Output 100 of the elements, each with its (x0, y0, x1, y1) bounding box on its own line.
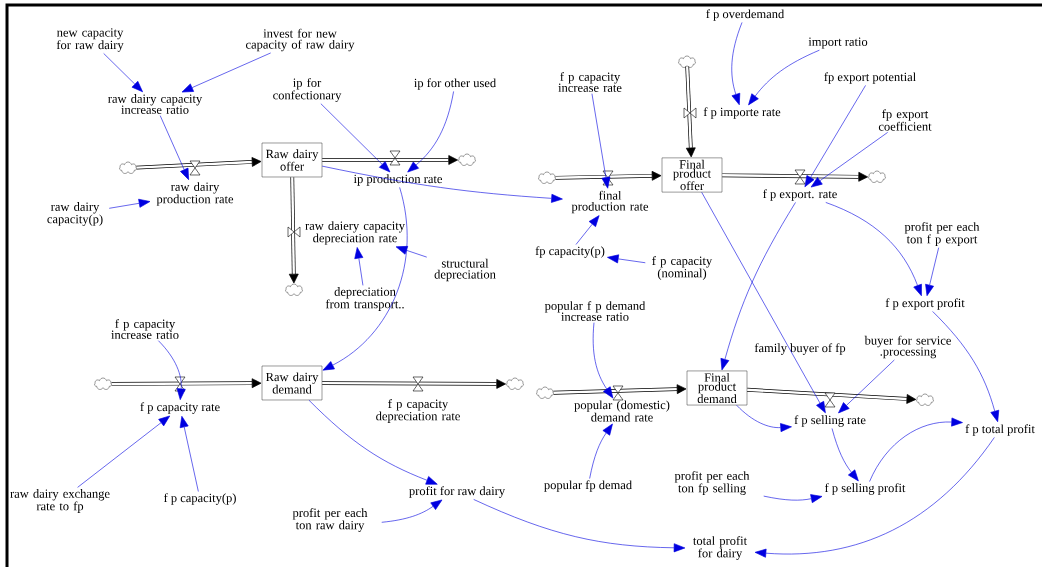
variable-label: f p export. rate (763, 189, 837, 201)
flow-pipe (288, 177, 299, 284)
variable-label: total profit for dairy (693, 536, 747, 560)
variable-label: f p capacity increase ratio (111, 319, 179, 339)
cloud-symbol (94, 377, 112, 390)
flow-pipe (136, 157, 262, 170)
variable-label: invest for new capacity of raw dairy (246, 28, 355, 52)
variable-label: f p capacity rate (140, 402, 220, 414)
arrow (838, 359, 895, 414)
arrow (720, 202, 796, 371)
variable-label: f p total profit (965, 424, 1035, 436)
variable-label: import ratio (808, 37, 868, 49)
variable-label: fp export coefficient (878, 109, 932, 131)
arrow (701, 192, 826, 414)
arrow (869, 417, 963, 482)
arrow (592, 322, 614, 399)
variable-label: buyer for service .processing (864, 335, 951, 359)
arrow (395, 246, 428, 258)
variable-label: profit per each ton fp selling (674, 471, 750, 495)
variable-label: raw dairy production rate (156, 182, 234, 206)
arrow (321, 165, 563, 203)
arrow (320, 103, 391, 173)
arrow (825, 202, 922, 297)
variable-label: ip for other used (414, 78, 496, 90)
arrow (589, 423, 613, 479)
arrow (763, 494, 823, 503)
cloud-symbol (678, 55, 696, 68)
cloud-symbol (285, 283, 303, 296)
variable-label: profit per each ton f p export (904, 222, 980, 246)
arrow (179, 415, 199, 492)
arrow (731, 22, 743, 106)
arrow (831, 428, 859, 482)
variable-label: raw daiery capacity depreciation rate (305, 221, 405, 245)
arrow (108, 198, 151, 209)
arrow (754, 437, 995, 558)
variable-label: f p importe rate (703, 107, 781, 119)
arrow (181, 52, 271, 93)
variable-label: f p capacity increase rate (558, 72, 622, 92)
flow-pipe (111, 378, 262, 389)
variable-label: ip for confectionary (273, 78, 342, 102)
cloud-symbol (119, 161, 137, 174)
variable-label: raw dairy capacity(p) (47, 202, 103, 226)
variable-label: fp export potential (824, 72, 916, 84)
variable-label: raw dairy capacity increase ratio (108, 94, 203, 114)
arrow (308, 399, 438, 485)
arrow (159, 115, 189, 180)
arrow (575, 215, 600, 245)
variable-label: profit for raw dairy (409, 486, 506, 498)
stock-box: Final product offer (661, 157, 723, 193)
cloud-symbol (538, 171, 556, 184)
arrow (932, 311, 1000, 423)
arrow (804, 85, 866, 188)
stock-box: Final product demand (686, 370, 748, 406)
variable-label: popular f p demand increase ratio (544, 301, 646, 321)
variable-label: raw dairy exchange rate to fp (10, 489, 110, 513)
flow-pipe (553, 384, 687, 395)
flow-pipe (747, 387, 917, 404)
flow-pipe (322, 379, 506, 389)
variable-label: f p selling rate (794, 415, 866, 427)
variable-label: f p overdemand (706, 9, 785, 21)
arrow (354, 247, 364, 286)
arrow (381, 499, 443, 523)
arrow (925, 247, 939, 297)
variable-label: popular fp demad (544, 480, 632, 492)
flow-pipe (685, 66, 696, 158)
stock-box: Raw dairy demand (261, 365, 323, 401)
variable-label: depreciation from transport.. (325, 287, 404, 311)
variable-label: final production rate (571, 190, 649, 214)
variable-label: new capacity for raw dairy (56, 28, 124, 52)
arrow (407, 91, 454, 173)
arrow (736, 404, 792, 432)
arrow (473, 499, 686, 553)
flow-pipe (722, 171, 868, 182)
variable-label: f p capacity(p) (163, 493, 236, 505)
variable-label: structural depreciation (434, 258, 496, 282)
variable-label: f p export profit (885, 298, 965, 310)
arrow (607, 254, 646, 264)
cloud-symbol (506, 377, 524, 390)
arrow (77, 415, 171, 488)
stock-box: Raw dairy offer (261, 142, 323, 178)
flow-pipe (322, 155, 458, 165)
cloud-symbol (868, 170, 886, 183)
variable-label: f p capacity depreciation rate (376, 399, 460, 423)
arrow (810, 132, 888, 188)
arrow (591, 93, 611, 189)
variable-label: f p capacity (nominal) (652, 256, 713, 280)
cloud-symbol (536, 386, 554, 399)
flow-pipe (555, 170, 662, 181)
cloud-symbol (916, 393, 934, 406)
variable-label: family buyer of fp (754, 343, 846, 355)
arrow (158, 340, 186, 400)
cloud-symbol (458, 153, 476, 166)
variable-label: popular (domestic) demand rate (574, 400, 670, 422)
variable-label: f p selling profit (824, 483, 906, 495)
variable-label: profit per each ton raw dairy (292, 508, 368, 532)
arrow (322, 187, 408, 371)
variable-label: ip production rate (353, 174, 442, 186)
arrow (103, 53, 143, 93)
arrow (748, 49, 820, 106)
variable-label: fp capacity(p) (535, 246, 605, 258)
